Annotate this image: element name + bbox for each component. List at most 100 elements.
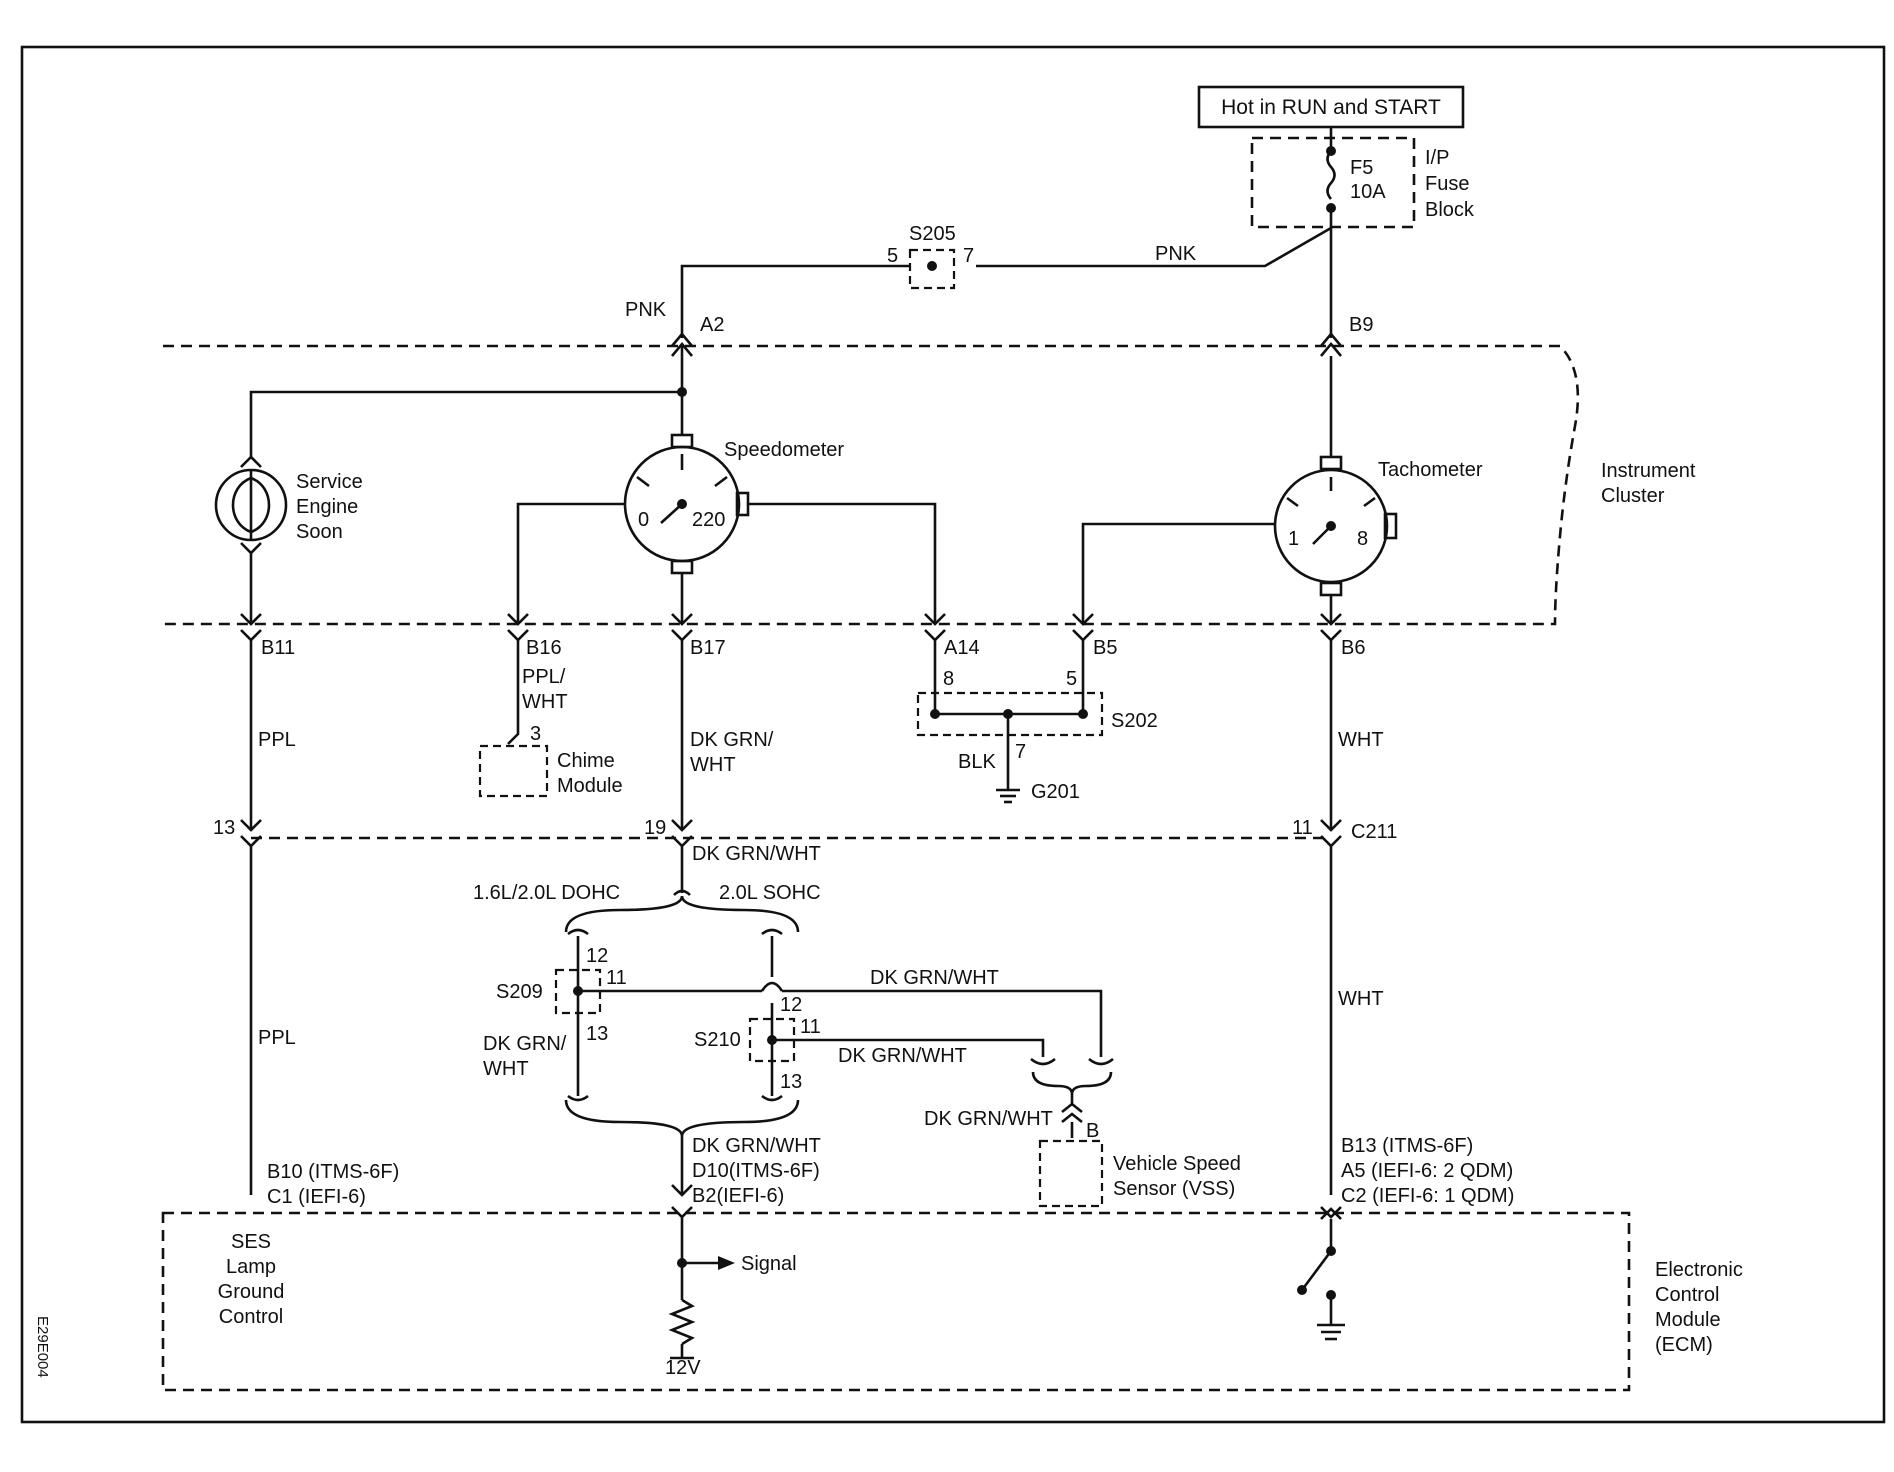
ses-lamp-label-4: Control <box>219 1306 283 1328</box>
ses-lamp-label-2: Lamp <box>226 1256 276 1278</box>
b10-label-2: C1 (IEFI-6) <box>267 1186 366 1208</box>
vss-box <box>1038 1139 1104 1208</box>
speedo-min: 0 <box>638 509 649 531</box>
fuse-block-box <box>1250 136 1416 229</box>
pnk-top-label: PNK <box>1155 243 1197 265</box>
ppl-wht-label-2: WHT <box>522 691 568 713</box>
ppl-upper-label: PPL <box>258 729 296 751</box>
b13-label-1: B13 (ITMS-6F) <box>1341 1135 1473 1157</box>
fuse-rating: 10A <box>1350 181 1386 203</box>
s209-label: S209 <box>496 981 543 1003</box>
hot-in-run-label: Hot in RUN and START <box>1221 96 1441 119</box>
qdm-switch-icon <box>1300 1250 1333 1291</box>
vss-wire-label: DK GRN/WHT <box>924 1108 1053 1130</box>
c211-pin13: 13 <box>213 817 235 839</box>
ecm-boundary <box>161 1211 1631 1392</box>
s210-label: S210 <box>694 1029 741 1051</box>
instrument-cluster-label-1: Instrument <box>1601 460 1696 482</box>
fuse-name: F5 <box>1350 157 1373 179</box>
s202-label: S202 <box>1111 710 1158 732</box>
ppl-wht-label-1: PPL/ <box>522 666 566 688</box>
vss-label-2: Sensor (VSS) <box>1113 1178 1235 1200</box>
instrument-cluster-boundary <box>163 344 1580 626</box>
diagram-code: E29E004 <box>34 1316 51 1378</box>
tach-max: 8 <box>1357 528 1368 550</box>
outer-frame <box>20 45 1886 1424</box>
conn-b11: B11 <box>261 637 295 659</box>
speedo-max: 220 <box>692 509 725 531</box>
ecm-ground-icon <box>1317 1323 1345 1341</box>
chime-label-2: Module <box>557 775 623 797</box>
conn-a14: A14 <box>944 637 980 659</box>
ses-label-1: Service <box>296 471 363 493</box>
ses-lamp-label-3: Ground <box>218 1281 285 1303</box>
s202-pin8: 8 <box>943 668 954 690</box>
vss-pin: B <box>1086 1120 1099 1142</box>
b13-label-3: C2 (IEFI-6: 1 QDM) <box>1341 1185 1514 1207</box>
ecm-label-2: Control <box>1655 1284 1719 1306</box>
ecm-mid-label-2: D10(ITMS-6F) <box>692 1160 820 1182</box>
ses-label-2: Engine <box>296 496 358 518</box>
ecm-mid-label-1: DK GRN/WHT <box>692 1135 821 1157</box>
c211-dkgrnwht-label: DK GRN/WHT <box>692 843 821 865</box>
signal-arrow-icon <box>718 1256 735 1270</box>
s205-pin7: 7 <box>963 245 974 267</box>
c211-pin19: 19 <box>644 817 666 839</box>
conn-b16: B16 <box>526 637 562 659</box>
conn-b9: B9 <box>1349 314 1373 336</box>
b13-label-2: A5 (IEFI-6: 2 QDM) <box>1341 1160 1513 1182</box>
wht-lower-label: WHT <box>1338 988 1384 1010</box>
chime-label-1: Chime <box>557 750 615 772</box>
conn-b6: B6 <box>1341 637 1365 659</box>
s210-pin12: 12 <box>780 994 802 1016</box>
blk-label: BLK <box>958 751 996 773</box>
vss-label-1: Vehicle Speed <box>1113 1153 1241 1175</box>
speedometer-label: Speedometer <box>724 439 844 461</box>
pullup-resistor-icon <box>668 1298 696 1346</box>
conn-b5: B5 <box>1093 637 1117 659</box>
dkgrnwht-a-label: DK GRN/WHT <box>870 967 999 989</box>
ecm-label-1: Electronic <box>1655 1259 1743 1281</box>
dkgrnwht-b-label: DK GRN/WHT <box>838 1045 967 1067</box>
b10-label-1: B10 (ITMS-6F) <box>267 1161 399 1183</box>
ses-label-3: Soon <box>296 521 343 543</box>
s205-splice <box>908 248 956 290</box>
conn-a2: A2 <box>700 314 724 336</box>
pnk-left-label: PNK <box>625 299 667 321</box>
conn-b17: B17 <box>690 637 726 659</box>
ppl-lower-label: PPL <box>258 1027 296 1049</box>
c211-pin11: 11 <box>1292 817 1313 839</box>
service-engine-soon-lamp <box>214 455 288 555</box>
v12-label: 12V <box>665 1357 701 1379</box>
chime-module-box <box>478 744 549 798</box>
chime-pin: 3 <box>530 723 541 745</box>
fuse-block-label-1: I/P <box>1425 147 1449 169</box>
tachometer-label: Tachometer <box>1378 459 1483 481</box>
fuse-f5-icon <box>1326 150 1336 200</box>
s205-pin5: 5 <box>887 245 898 267</box>
dkgrnwht-left-label-2: WHT <box>483 1058 529 1080</box>
c211-label: C211 <box>1351 821 1397 843</box>
option-brace-bottom <box>564 1099 800 1137</box>
dkgrn-wht-label-2: WHT <box>690 754 736 776</box>
ecm-label-3: Module <box>1655 1309 1721 1331</box>
tach-min: 1 <box>1288 528 1299 550</box>
fuse-block-label-2: Fuse <box>1425 173 1469 195</box>
sohc-label: 2.0L SOHC <box>719 882 821 904</box>
ecm-label-4: (ECM) <box>1655 1334 1713 1356</box>
signal-label: Signal <box>741 1253 797 1275</box>
s210-pin11: 11 <box>800 1016 821 1038</box>
instrument-cluster-label-2: Cluster <box>1601 485 1665 507</box>
s210-pin13: 13 <box>780 1071 802 1093</box>
s209-pin11: 11 <box>606 967 627 989</box>
s209-pin12: 12 <box>586 945 608 967</box>
s202-pin5: 5 <box>1066 668 1077 690</box>
g201-ground-icon <box>996 788 1020 804</box>
fuse-block-label-3: Block <box>1425 199 1475 221</box>
ses-lamp-label-1: SES <box>231 1231 271 1253</box>
s202-pin7: 7 <box>1015 741 1026 763</box>
ecm-mid-label-3: B2(IEFI-6) <box>692 1185 784 1207</box>
dohc-label: 1.6L/2.0L DOHC <box>473 882 620 904</box>
tachometer-gauge <box>1273 455 1398 597</box>
